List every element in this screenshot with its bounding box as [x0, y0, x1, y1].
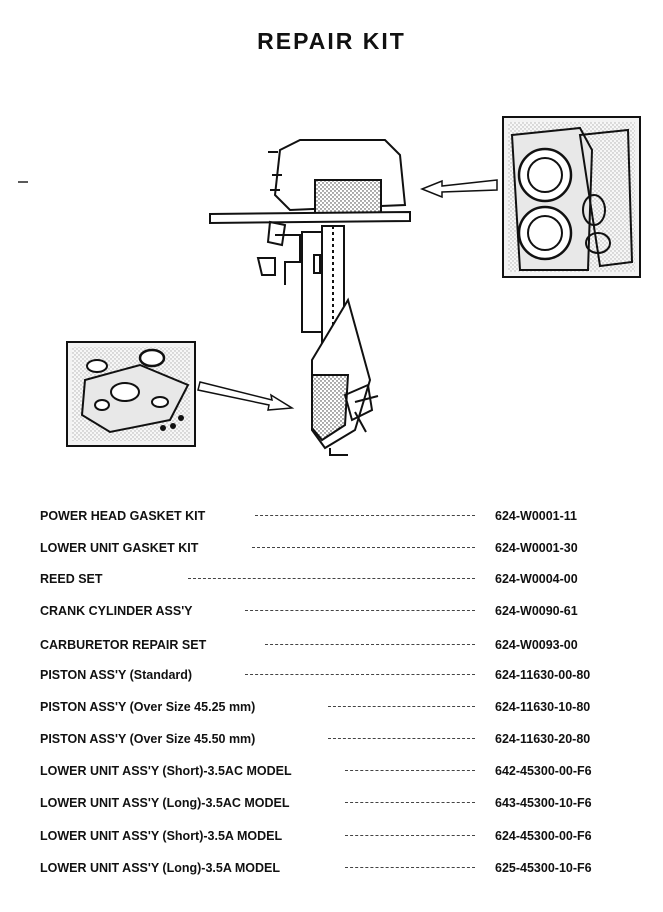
list-item: POWER HEAD GASKET KIT 624-W0001-11 [40, 505, 615, 527]
part-number: 642-45300-00-F6 [495, 764, 592, 778]
part-number: 625-45300-10-F6 [495, 861, 592, 875]
part-name: REED SET [40, 572, 103, 586]
part-number: 624-W0093-00 [495, 638, 578, 652]
dot-leader [252, 547, 475, 548]
dot-leader [328, 706, 475, 707]
dot-leader [345, 770, 475, 771]
part-name: LOWER UNIT ASS'Y (Long)-3.5AC MODEL [40, 796, 290, 810]
part-name: POWER HEAD GASKET KIT [40, 509, 206, 523]
part-number: 624-W0004-00 [495, 572, 578, 586]
dot-leader [245, 674, 475, 675]
list-item: PISTON ASS'Y (Standard) 624-11630-00-80 [40, 664, 615, 686]
list-item: LOWER UNIT ASS'Y (Short)-3.5A MODEL 624-… [40, 825, 615, 847]
dot-leader [265, 644, 475, 645]
part-name: PISTON ASS'Y (Over Size 45.50 mm) [40, 732, 256, 746]
list-item: PISTON ASS'Y (Over Size 45.25 mm) 624-11… [40, 696, 615, 718]
list-item: LOWER UNIT ASS'Y (Long)-3.5AC MODEL 643-… [40, 792, 615, 814]
part-number: 624-W0001-11 [495, 509, 578, 523]
list-item: LOWER UNIT ASS'Y (Short)-3.5AC MODEL 642… [40, 760, 615, 782]
arrow-icon [419, 179, 498, 199]
list-item: CRANK CYLINDER ASS'Y 624-W0090-61 [40, 600, 615, 622]
part-name: LOWER UNIT GASKET KIT [40, 541, 199, 555]
part-number: 624-W0001-30 [495, 541, 578, 555]
dot-leader [345, 835, 475, 836]
lower-unit-gasket-inset [66, 341, 196, 447]
part-name: LOWER UNIT ASS'Y (Long)-3.5A MODEL [40, 861, 281, 875]
part-number: 624-45300-00-F6 [495, 829, 592, 843]
dot-leader [245, 610, 475, 611]
dot-leader [345, 802, 475, 803]
list-item: CARBURETOR REPAIR SET 624-W0093-00 [40, 634, 615, 656]
arrow-icon [197, 381, 295, 411]
list-item: PISTON ASS'Y (Over Size 45.50 mm) 624-11… [40, 728, 615, 750]
outboard-motor-drawing [209, 139, 411, 456]
part-name: PISTON ASS'Y (Over Size 45.25 mm) [40, 700, 256, 714]
list-item: REED SET 624-W0004-00 [40, 568, 615, 590]
list-item: LOWER UNIT ASS'Y (Long)-3.5A MODEL 625-4… [40, 857, 615, 879]
part-number: 643-45300-10-F6 [495, 796, 592, 810]
list-item: LOWER UNIT GASKET KIT 624-W0001-30 [40, 537, 615, 559]
part-name: LOWER UNIT ASS'Y (Short)-3.5AC MODEL [40, 764, 292, 778]
part-number: 624-11630-20-80 [495, 732, 591, 746]
part-name: LOWER UNIT ASS'Y (Short)-3.5A MODEL [40, 829, 283, 843]
dot-leader [255, 515, 475, 516]
power-head-gasket-inset [502, 116, 641, 278]
dot-leader [328, 738, 475, 739]
dot-leader [188, 578, 475, 579]
dot-leader [345, 867, 475, 868]
part-name: CARBURETOR REPAIR SET [40, 638, 207, 652]
page-title: REPAIR KIT [257, 28, 406, 54]
part-number: 624-W0090-61 [495, 604, 578, 618]
part-name: PISTON ASS'Y (Standard) [40, 668, 193, 682]
outboard-motor-illustration [18, 116, 641, 456]
part-number: 624-11630-10-80 [495, 700, 591, 714]
part-number: 624-11630-00-80 [495, 668, 591, 682]
part-name: CRANK CYLINDER ASS'Y [40, 604, 193, 618]
